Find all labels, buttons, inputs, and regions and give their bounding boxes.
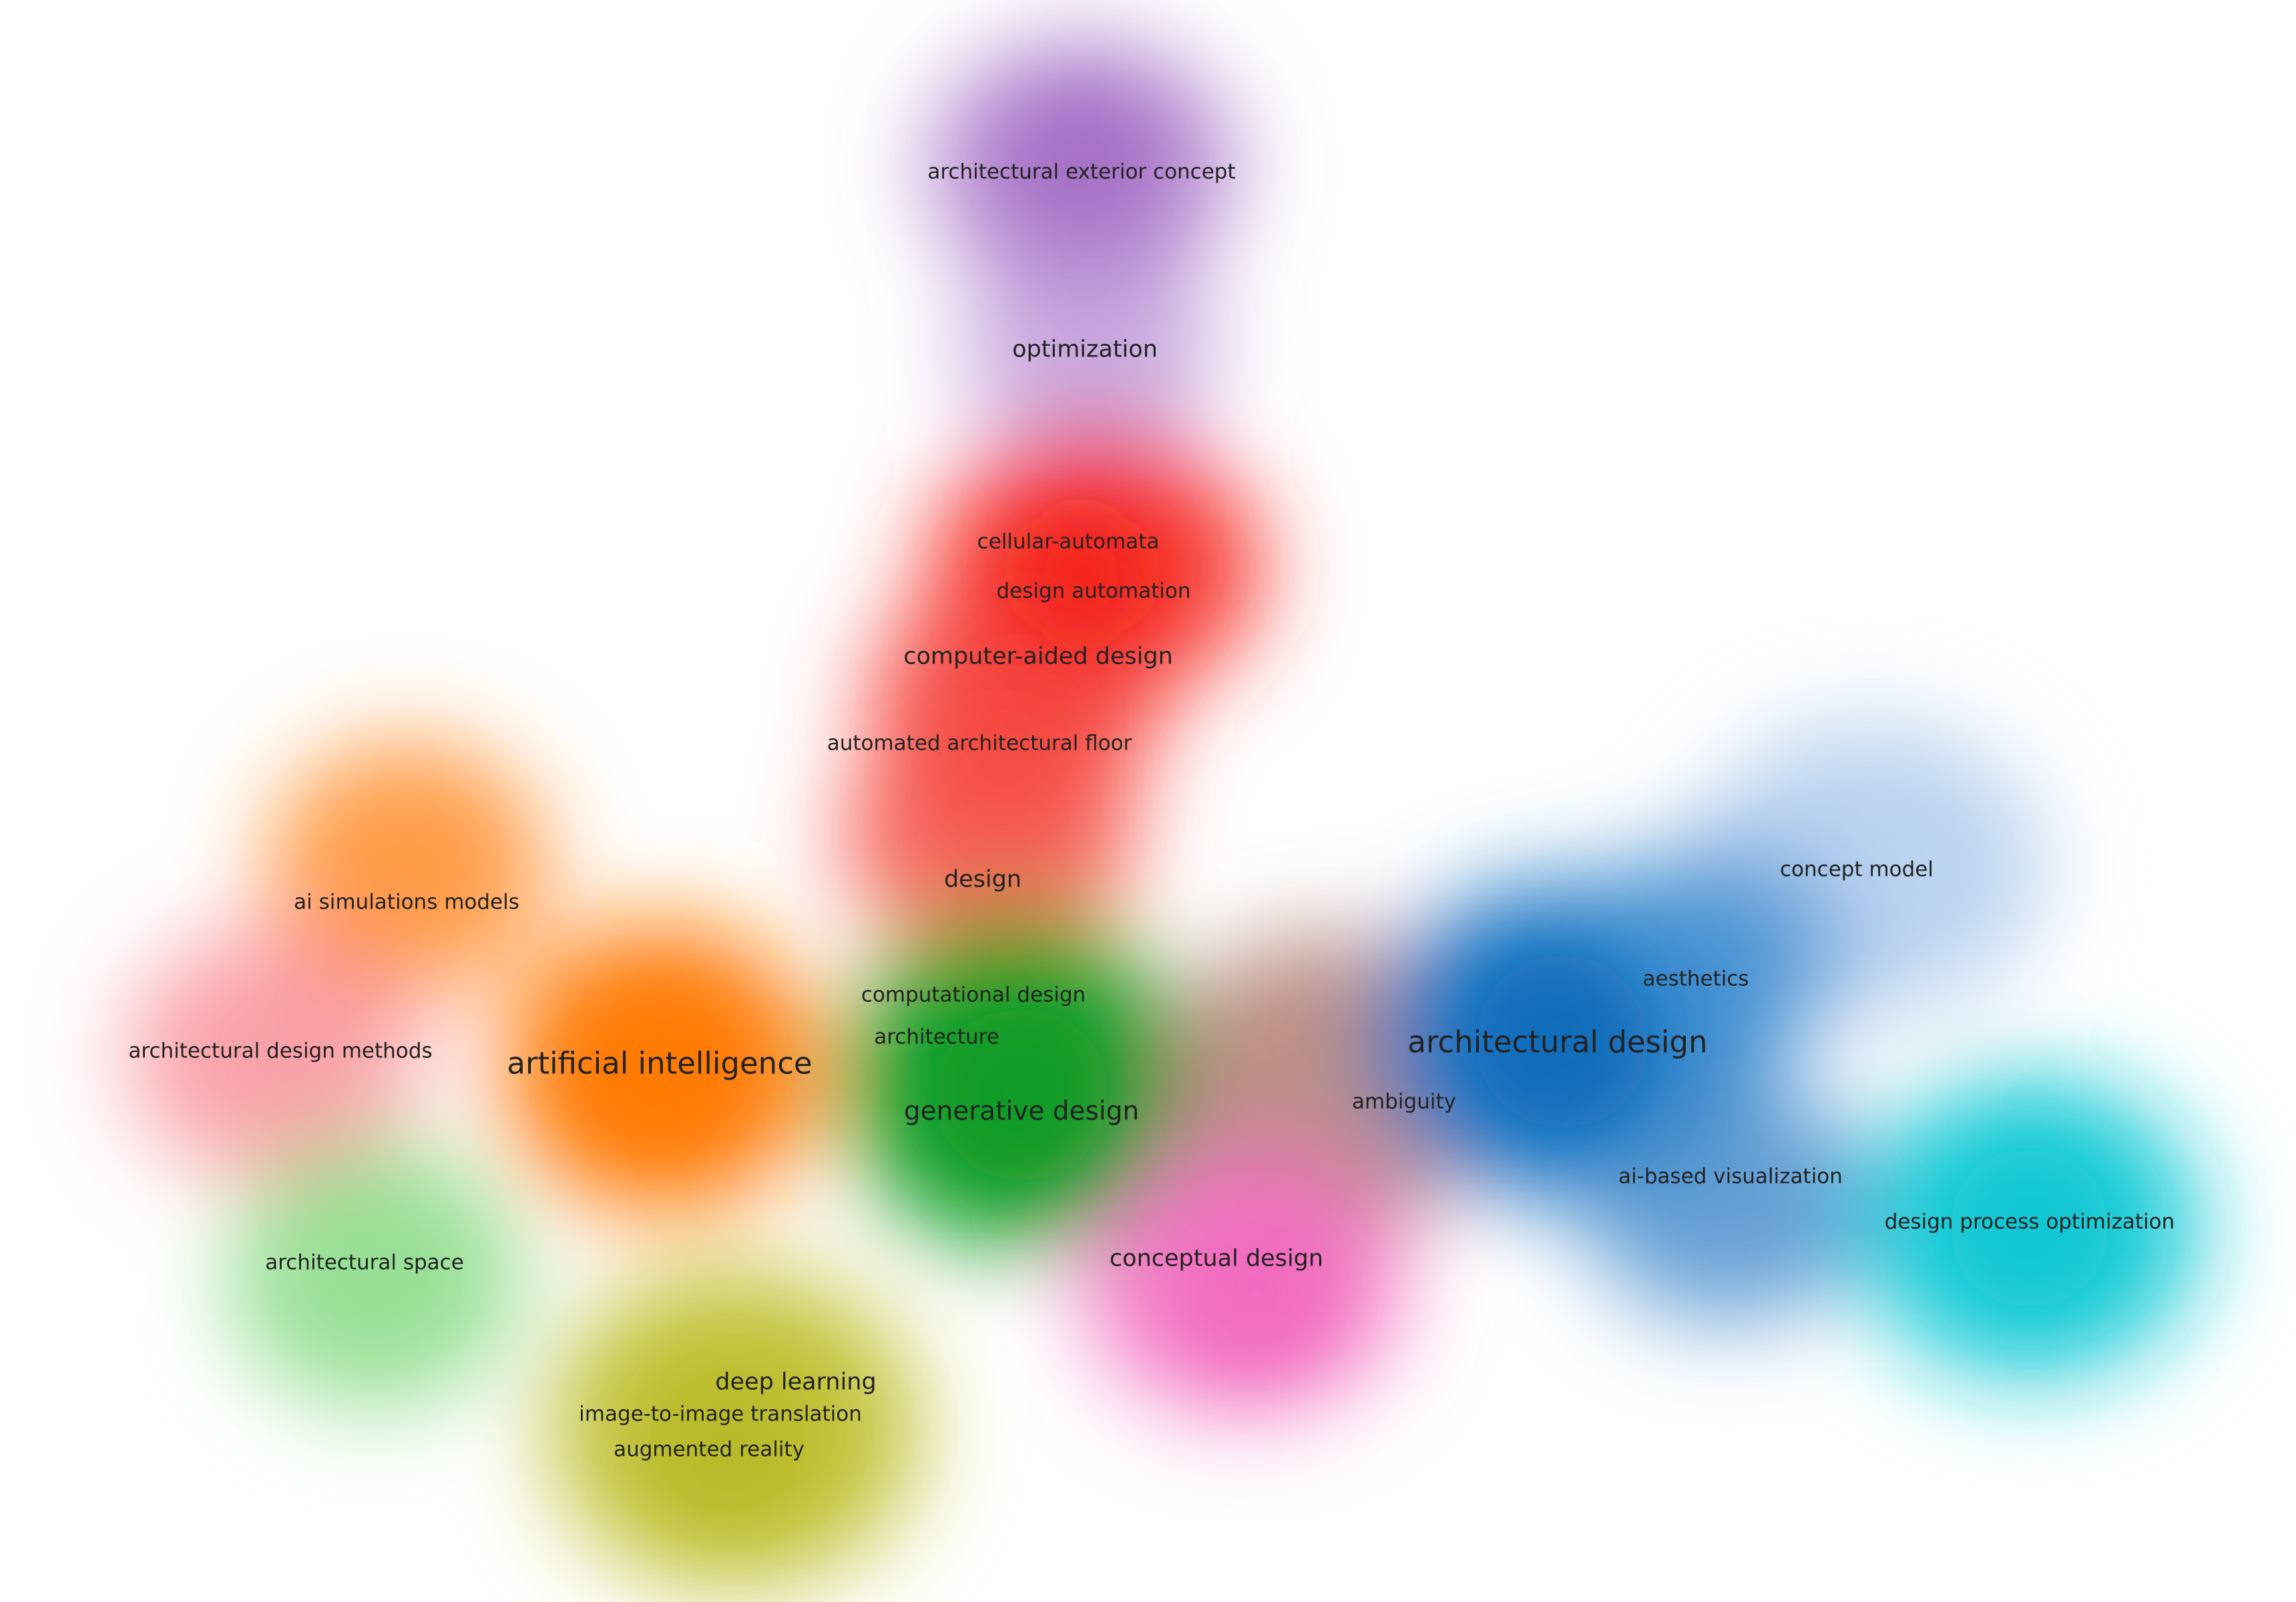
label-ambiguity: ambiguity xyxy=(1352,1089,1456,1114)
blob-purple-bottom xyxy=(961,234,1215,461)
blob-light-green xyxy=(227,1141,521,1408)
label-architectural-design-methods: architectural design methods xyxy=(128,1039,433,1063)
label-architectural-exterior-concept: architectural exterior concept xyxy=(927,160,1236,184)
label-design: design xyxy=(943,866,1022,893)
core-red xyxy=(1021,514,1142,634)
label-generative-design: generative design xyxy=(903,1096,1140,1127)
label-design-automation: design automation xyxy=(996,579,1191,603)
label-computer-aided-design: computer-aided design xyxy=(903,643,1173,670)
blob-pink xyxy=(127,928,421,1181)
blob-blue-lower xyxy=(1582,1081,1876,1322)
label-cellular-automata: cellular-automata xyxy=(977,529,1160,554)
label-concept-model: concept model xyxy=(1780,857,1933,882)
blob-orange-upper xyxy=(267,741,547,995)
core-magenta xyxy=(1182,1222,1329,1368)
label-architecture: architecture xyxy=(874,1025,999,1049)
label-computational-design: computational design xyxy=(861,983,1086,1007)
label-ai-based-visualization: ai-based visualization xyxy=(1618,1164,1843,1189)
core-cyan xyxy=(1949,1148,2110,1308)
core-green xyxy=(935,1008,1108,1181)
label-conceptual-design: conceptual design xyxy=(1109,1245,1324,1272)
label-ai-simulations-models: ai simulations models xyxy=(294,890,519,914)
core-orange xyxy=(588,1001,734,1148)
label-artificial-intelligence: artificial intelligence xyxy=(507,1045,813,1081)
label-image-to-image-translation: image-to-image translation xyxy=(579,1402,862,1426)
label-optimization: optimization xyxy=(1012,336,1158,363)
label-augmented-reality: augmented reality xyxy=(614,1437,805,1462)
label-architectural-space: architectural space xyxy=(265,1250,464,1275)
blob-red-low xyxy=(841,714,1135,955)
core-purple xyxy=(1015,93,1148,227)
core-olive xyxy=(648,1368,808,1529)
core-blue xyxy=(1475,955,1649,1128)
label-design-process-optimization: design process optimization xyxy=(1884,1210,2175,1234)
label-automated-architectural-floor: automated architectural floor xyxy=(827,731,1132,756)
label-architectural-design: architectural design xyxy=(1407,1024,1708,1060)
label-deep-learning: deep learning xyxy=(715,1368,877,1396)
label-aesthetics: aesthetics xyxy=(1642,967,1749,991)
